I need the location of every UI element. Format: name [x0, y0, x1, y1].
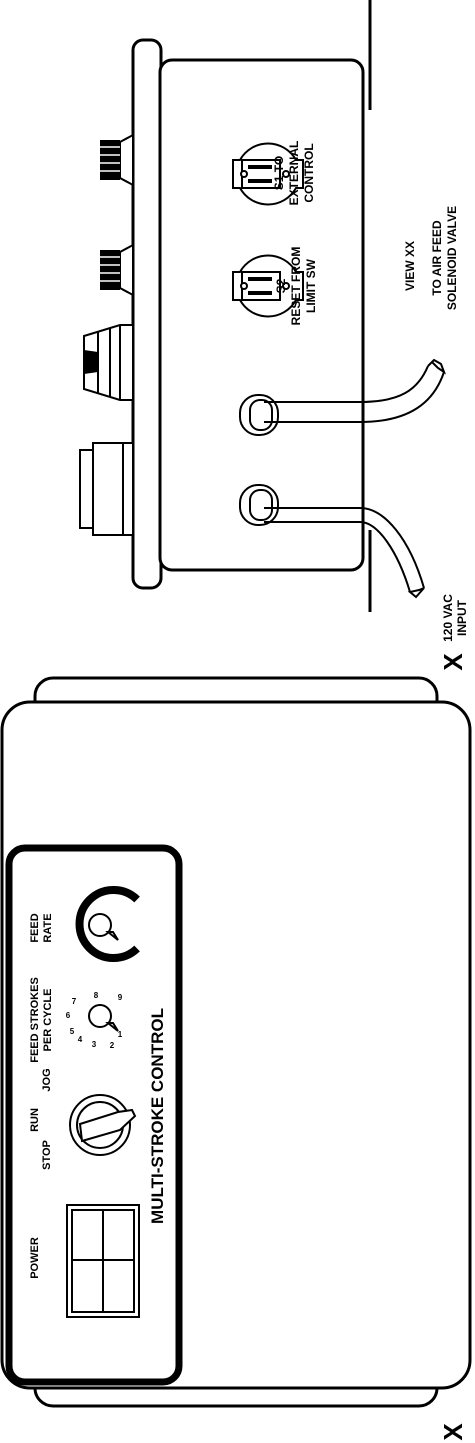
section-mark-top: X: [438, 653, 468, 671]
view-label: VIEW XX: [403, 241, 417, 291]
cable-grommet-icon: [239, 394, 279, 436]
feed-rate-knob-icon[interactable]: [88, 913, 112, 937]
dial-number-4: 4: [78, 1035, 83, 1044]
side-view: S1 TO EXTERNAL CONTROL S2 RESET FROM LIM…: [79, 0, 469, 642]
input-label-line-1: 120 VAC: [441, 594, 455, 642]
air-feed-cable: [264, 358, 447, 423]
dial-number-5: 5: [70, 1027, 75, 1036]
front-view: POWER STOP RUN JOG FEED STROKES PER CYCL…: [0, 676, 472, 1408]
input-label-line-2: INPUT: [455, 599, 469, 636]
receptacle-s2-icon: [232, 254, 304, 318]
jog-label: JOG: [41, 1068, 53, 1091]
s2-label-line-2: RESET FROM: [289, 247, 303, 326]
receptacle-s1-icon: [232, 142, 304, 206]
feed-rate-pointer-icon: [105, 931, 119, 941]
feed-strokes-knob-icon[interactable]: [88, 1004, 112, 1028]
selector-knob-side-icon: [83, 324, 134, 401]
dial-numbers: 1 2 3 4 5 6 7 8 9: [66, 991, 123, 1050]
small-knob-icon: [100, 243, 134, 297]
dial-number-3: 3: [92, 1040, 97, 1049]
panel-title: MULTI-STROKE CONTROL: [148, 1008, 167, 1224]
s1-label-line-2: EXTERNAL: [287, 141, 301, 206]
air-feed-label-line-2: SOLENOID VALVE: [445, 206, 459, 310]
side-front-bezel: [131, 38, 163, 590]
feed-strokes-label-line-1: FEED STROKES: [29, 977, 41, 1063]
s1-label-line-1: S1 TO: [272, 156, 286, 190]
run-stop-jog-selector[interactable]: [69, 1094, 137, 1156]
s1-label-line-3: CONTROL: [302, 143, 316, 202]
power-switch[interactable]: [66, 1204, 140, 1318]
feed-rate-knob[interactable]: [75, 886, 140, 962]
feed-rate-label-line-1: FEED: [29, 913, 41, 942]
s2-label-line-3: LIMIT SW: [304, 258, 318, 313]
dial-number-9: 9: [118, 993, 123, 1002]
dial-number-8: 8: [94, 991, 99, 1000]
power-input-cable: [264, 507, 425, 599]
selector-lever-icon[interactable]: [78, 1108, 137, 1143]
feed-strokes-dial[interactable]: [88, 1004, 119, 1032]
dial-number-6: 6: [66, 1011, 71, 1020]
dial-number-1: 1: [118, 1030, 123, 1039]
feed-rate-scale-arc-icon: [75, 886, 140, 962]
dial-number-7: 7: [72, 997, 77, 1006]
dial-number-2: 2: [110, 1041, 115, 1050]
stop-label: STOP: [41, 1140, 53, 1170]
small-knob-icon: [100, 133, 134, 187]
feed-strokes-label-line-2: PER CYCLE: [42, 989, 54, 1052]
feed-strokes-pointer-icon: [105, 1022, 119, 1032]
cable-grommet-icon: [239, 484, 279, 526]
run-label: RUN: [29, 1108, 41, 1132]
section-mark-bottom: X: [438, 1423, 468, 1441]
power-label: POWER: [29, 1237, 41, 1279]
air-feed-label-line-1: TO AIR FEED: [430, 220, 444, 296]
s2-label-line-1: S2: [274, 278, 288, 293]
power-switch-side-icon: [79, 442, 134, 536]
feed-rate-label-line-2: RATE: [42, 913, 54, 942]
